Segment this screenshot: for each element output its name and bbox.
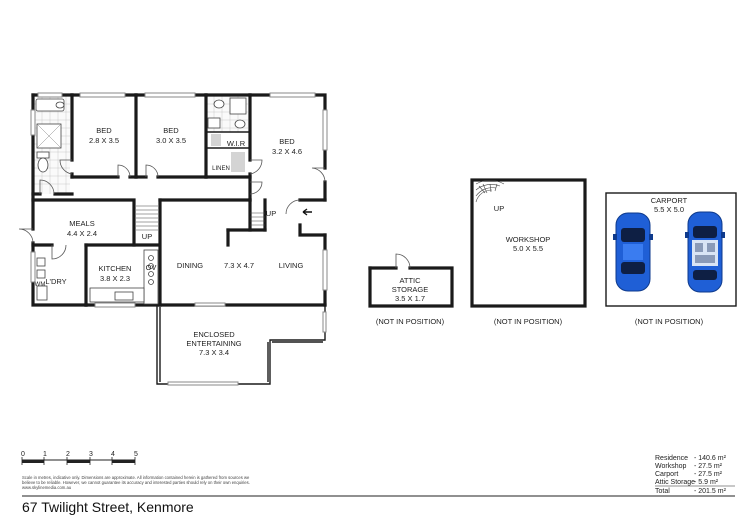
- oven-label: OV: [146, 263, 157, 272]
- meals-label: MEALS: [69, 219, 94, 228]
- bed3-dims: 3.2 X 4.6: [272, 147, 302, 156]
- attic-storage: [368, 253, 454, 308]
- bed1-label: BED: [96, 126, 112, 135]
- scale-tick-4: 4: [111, 451, 115, 458]
- workshop-dims: 5.0 X 5.5: [513, 244, 543, 253]
- website: www.skylinemedia.com.au: [22, 485, 72, 490]
- attic-label-1: ATTIC: [399, 276, 421, 285]
- carport: [605, 192, 737, 307]
- area-value: - 27.5 m²: [694, 463, 723, 470]
- property-address: 67 Twilight Street, Kenmore: [22, 499, 194, 515]
- living-label: LIVING: [279, 261, 304, 270]
- linen-label: LINEN: [212, 166, 230, 172]
- area-value: - 27.5 m²: [694, 471, 723, 478]
- disclaimer-line-1: Scale in metres, indicative only. Dimens…: [22, 475, 250, 480]
- workshop-label: WORKSHOP: [506, 235, 551, 244]
- carport-dims: 5.5 X 5.0: [654, 205, 684, 214]
- wm-label: WM: [35, 282, 46, 288]
- carport-note: (NOT IN POSITION): [635, 317, 704, 326]
- area-label: Carport: [655, 471, 678, 478]
- stairs-up-label-2: UP: [266, 209, 276, 218]
- dining-label: DINING: [177, 261, 203, 270]
- house-walls: [31, 93, 327, 307]
- carport-label: CARPORT: [651, 196, 688, 205]
- workshop-note: (NOT IN POSITION): [494, 317, 563, 326]
- disclaimer-line-2: believe to be reliable. However, we cann…: [22, 480, 250, 485]
- house-doors: [18, 159, 326, 260]
- area-summary: Residence - 140.6 m² Workshop - 27.5 m² …: [655, 455, 735, 495]
- kitchen-label: KITCHEN: [99, 264, 132, 273]
- bathroom-fixtures: [35, 97, 247, 173]
- workshop: [470, 178, 587, 308]
- bed2-label: BED: [163, 126, 179, 135]
- area-value: - 140.6 m²: [694, 455, 727, 462]
- stairs-up-label: UP: [142, 232, 152, 241]
- enclosed-dims: 7.3 X 3.4: [199, 348, 229, 357]
- scale-tick-5: 5: [134, 451, 138, 458]
- enclosed-label-2: ENTERTAINING: [186, 339, 241, 348]
- area-label: Total: [655, 488, 670, 495]
- attic-dims: 3.5 X 1.7: [395, 294, 425, 303]
- scale-tick-0: 0: [21, 451, 25, 458]
- house-windows: [30, 92, 328, 308]
- scale-tick-2: 2: [66, 451, 70, 458]
- enclosed-entertaining-walls: [156, 302, 327, 386]
- wir-rails: [211, 134, 245, 172]
- laundry-label: L'DRY: [45, 277, 66, 286]
- area-label: Workshop: [655, 463, 686, 470]
- area-value: - 201.5 m²: [694, 488, 727, 495]
- attic-note: (NOT IN POSITION): [376, 317, 445, 326]
- bed2-dims: 3.0 X 3.5: [156, 136, 186, 145]
- kitchen-benches: [36, 249, 159, 305]
- scale-tick-3: 3: [89, 451, 93, 458]
- workshop-up-label: UP: [494, 204, 504, 213]
- enclosed-label-1: ENCLOSED: [193, 330, 235, 339]
- bed1-dims: 2.8 X 3.5: [89, 136, 119, 145]
- car-icon: [685, 211, 725, 293]
- meals-dims: 4.4 X 2.4: [67, 229, 97, 238]
- area-label: Attic Storage: [655, 479, 695, 486]
- area-label: Residence: [655, 455, 688, 462]
- area-value: - 5.9 m²: [694, 479, 719, 486]
- kitchen-dims: 3.8 X 2.3: [100, 274, 130, 283]
- scale-tick-1: 1: [43, 451, 47, 458]
- car-icon: [613, 212, 653, 292]
- bed3-label: BED: [279, 137, 295, 146]
- entry-arrow: [302, 208, 312, 216]
- attic-label-2: STORAGE: [392, 285, 429, 294]
- living-dims: 7.3 X 4.7: [224, 261, 254, 270]
- scale-bar: [21, 457, 136, 465]
- stairs-up: [136, 205, 265, 231]
- wir-label: W.I.R: [227, 139, 246, 148]
